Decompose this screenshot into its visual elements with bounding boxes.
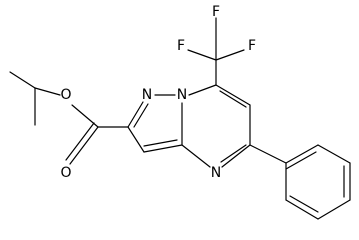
atom-f-right: F [248,38,256,54]
bond-c2-c3 [127,126,145,153]
atom-o-ester: O [60,87,71,103]
bond-lines [9,17,351,220]
chemical-structure: F F F N N N O O [9,4,351,220]
bond-carbonyl-c-o-double-2 [65,122,95,161]
bond-c5-n4-inner [220,144,247,163]
atom-n-bridgehead: N [177,87,187,103]
bond-c5-phenyl [249,144,287,164]
atom-f-left: F [177,38,185,54]
bond-ph-e [285,199,319,220]
atom-f-top: F [212,4,220,20]
bond-n1-c2 [127,101,144,128]
bond-c5-n4 [221,144,251,168]
bond-c3-c3a [143,144,183,153]
bond-ph-a-inner [285,151,317,170]
atom-n-pyrazole: N [142,87,152,103]
bond-n1-c2-inner [133,103,149,128]
bond-c7-c6 [215,84,251,106]
bond-ch-methyl-top [9,71,36,89]
bond-ph-a [285,144,319,164]
bond-ph-e-inner [289,195,319,213]
atom-n-pyrimidine: N [211,165,221,181]
atom-labels: F F F N N N O O [60,4,256,181]
bond-c3-c3a-inner [143,139,178,147]
bond-ph-b [317,144,351,164]
atom-o-carbonyl: O [60,165,71,181]
bond-c-f-right [215,49,245,61]
bond-n4-c3a [181,144,211,168]
bond-carbonyl-c-o-double [69,126,99,165]
bond-o-ester-ch [34,87,61,96]
bond-c-f-left [187,49,217,61]
bond-ph-d [317,199,351,220]
bond-c7-c6-inner [219,90,247,108]
bond-c7-n7 [188,84,217,96]
